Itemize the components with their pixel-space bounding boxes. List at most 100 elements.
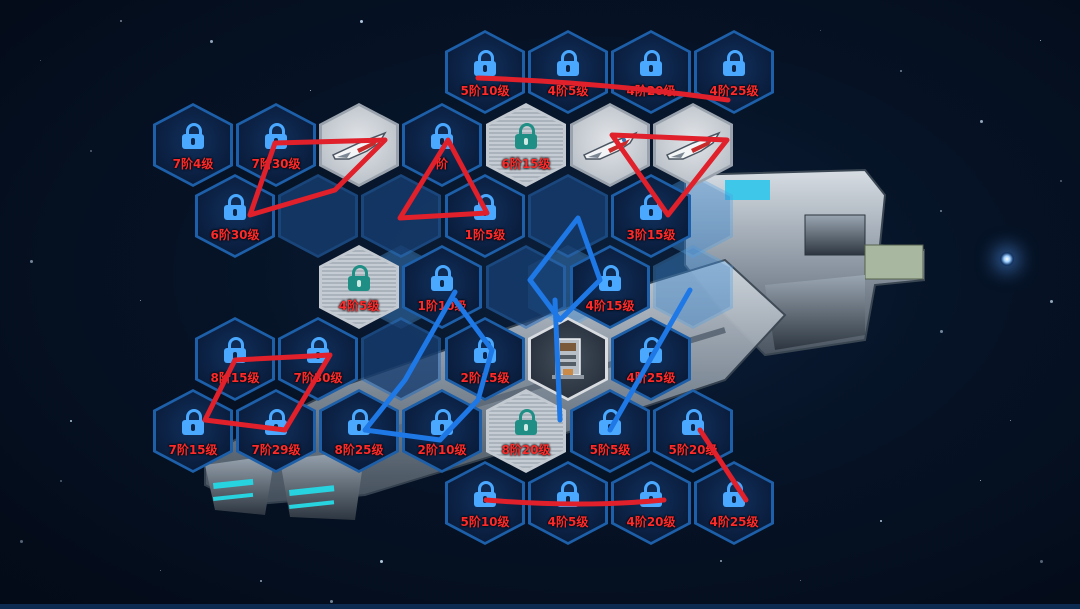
star <box>900 70 902 72</box>
module-slot-r0c1[interactable]: 4阶5级 <box>528 30 608 114</box>
lock-icon <box>474 194 496 220</box>
unlock-requirement-label: 4阶15级 <box>585 299 635 313</box>
module-slot-r0c2[interactable]: 4阶20级 <box>611 30 691 114</box>
module-slot-r5c3[interactable]: 2阶10级 <box>402 389 482 473</box>
unlock-requirement-label: 8阶15级 <box>210 371 260 385</box>
lock-icon <box>474 50 496 76</box>
star <box>880 520 882 522</box>
unlock-requirement-label: 4阶5级 <box>547 84 589 98</box>
module-slot-r1c3[interactable]: 阶 <box>402 103 482 187</box>
unlock-requirement-label: 6阶30级 <box>210 228 260 242</box>
lock-icon <box>682 409 704 435</box>
star <box>140 300 141 301</box>
module-slot-r1c2[interactable] <box>319 103 399 187</box>
lock-icon <box>474 481 496 507</box>
module-slot-r2c3[interactable]: 1阶5级 <box>445 174 525 258</box>
module-slot-r5c6[interactable]: 5阶20级 <box>653 389 733 473</box>
module-slot-r6c2[interactable]: 4阶20级 <box>611 461 691 545</box>
unlock-requirement-label: 7阶4级 <box>172 157 214 171</box>
unlock-requirement-label: 阶 <box>435 157 448 171</box>
lock-icon <box>182 409 204 435</box>
module-slot-r1c6[interactable] <box>653 103 733 187</box>
star <box>1040 560 1043 563</box>
module-slot-r4c4[interactable] <box>528 317 608 401</box>
star <box>380 560 383 563</box>
module-slot-r1c0[interactable]: 7阶4级 <box>153 103 233 187</box>
lock-icon <box>431 265 453 291</box>
lock-icon <box>515 123 537 149</box>
module-slot-r2c4[interactable] <box>528 174 608 258</box>
module-slot-r4c2[interactable] <box>361 317 441 401</box>
unlock-requirement-label: 7阶15级 <box>168 443 218 457</box>
lock-icon <box>723 50 745 76</box>
star <box>1010 420 1011 421</box>
star <box>1040 40 1041 41</box>
module-slot-r0c0[interactable]: 5阶10级 <box>445 30 525 114</box>
unlock-requirement-label: 4阶20级 <box>626 84 676 98</box>
unlock-requirement-label: 5阶20级 <box>668 443 718 457</box>
lock-icon <box>557 50 579 76</box>
star <box>30 260 33 263</box>
bottom-bar <box>0 604 1080 609</box>
lock-icon <box>224 194 246 220</box>
unlock-requirement-label: 4阶25级 <box>626 371 676 385</box>
module-slot-r2c2[interactable] <box>361 174 441 258</box>
lock-icon <box>431 409 453 435</box>
star <box>160 570 161 571</box>
star <box>720 560 722 562</box>
unlock-requirement-label: 8阶20级 <box>501 443 551 457</box>
unlock-requirement-label: 5阶5级 <box>589 443 631 457</box>
unlock-requirement-label: 1阶5级 <box>464 228 506 242</box>
star <box>40 60 41 61</box>
module-slot-r5c0[interactable]: 7阶15级 <box>153 389 233 473</box>
star <box>1060 180 1062 182</box>
lock-icon <box>557 481 579 507</box>
star <box>210 40 213 43</box>
module-slot-r1c5[interactable] <box>570 103 650 187</box>
module-slot-r2c0[interactable]: 6阶30级 <box>195 174 275 258</box>
module-slot-r4c1[interactable]: 7阶30级 <box>278 317 358 401</box>
lock-icon <box>723 481 745 507</box>
module-slot-r1c4[interactable]: 6阶15级 <box>486 103 566 187</box>
lock-icon <box>640 50 662 76</box>
lock-icon <box>640 337 662 363</box>
lock-icon <box>640 194 662 220</box>
star <box>60 480 62 482</box>
lock-icon <box>474 337 496 363</box>
module-slot-r0c3[interactable]: 4阶25级 <box>694 30 774 114</box>
module-slot-r5c2[interactable]: 8阶25级 <box>319 389 399 473</box>
star <box>330 600 333 603</box>
unlock-requirement-label: 5阶10级 <box>460 515 510 529</box>
module-slot-r4c5[interactable]: 4阶25级 <box>611 317 691 401</box>
lock-icon <box>640 481 662 507</box>
module-slot-r2c1[interactable] <box>278 174 358 258</box>
unlock-requirement-label: 1阶10级 <box>417 299 467 313</box>
star <box>940 210 942 212</box>
module-slot-r5c5[interactable]: 5阶5级 <box>570 389 650 473</box>
star <box>980 120 983 123</box>
lock-icon <box>431 123 453 149</box>
module-slot-r6c3[interactable]: 4阶25级 <box>694 461 774 545</box>
module-slot-r1c1[interactable]: 7阶30级 <box>236 103 316 187</box>
lock-icon <box>224 337 246 363</box>
star <box>20 540 23 543</box>
unlock-requirement-label: 4阶5级 <box>338 299 380 313</box>
star <box>260 580 262 582</box>
unlock-requirement-label: 4阶20级 <box>626 515 676 529</box>
module-slot-r4c0[interactable]: 8阶15级 <box>195 317 275 401</box>
lock-icon <box>265 409 287 435</box>
lock-icon <box>515 409 537 435</box>
star <box>800 580 801 581</box>
module-slot-r5c4[interactable]: 8阶20级 <box>486 389 566 473</box>
module-slot-r5c1[interactable]: 7阶29级 <box>236 389 316 473</box>
unlock-requirement-label: 4阶25级 <box>709 515 759 529</box>
unlock-requirement-label: 7阶30级 <box>293 371 343 385</box>
lock-icon <box>599 265 621 291</box>
module-slot-r6c1[interactable]: 4阶5级 <box>528 461 608 545</box>
lock-icon <box>348 409 370 435</box>
module-slot-r6c0[interactable]: 5阶10级 <box>445 461 525 545</box>
star <box>1050 300 1053 303</box>
module-slot-r4c3[interactable]: 2阶15级 <box>445 317 525 401</box>
unlock-requirement-label: 7阶30级 <box>251 157 301 171</box>
